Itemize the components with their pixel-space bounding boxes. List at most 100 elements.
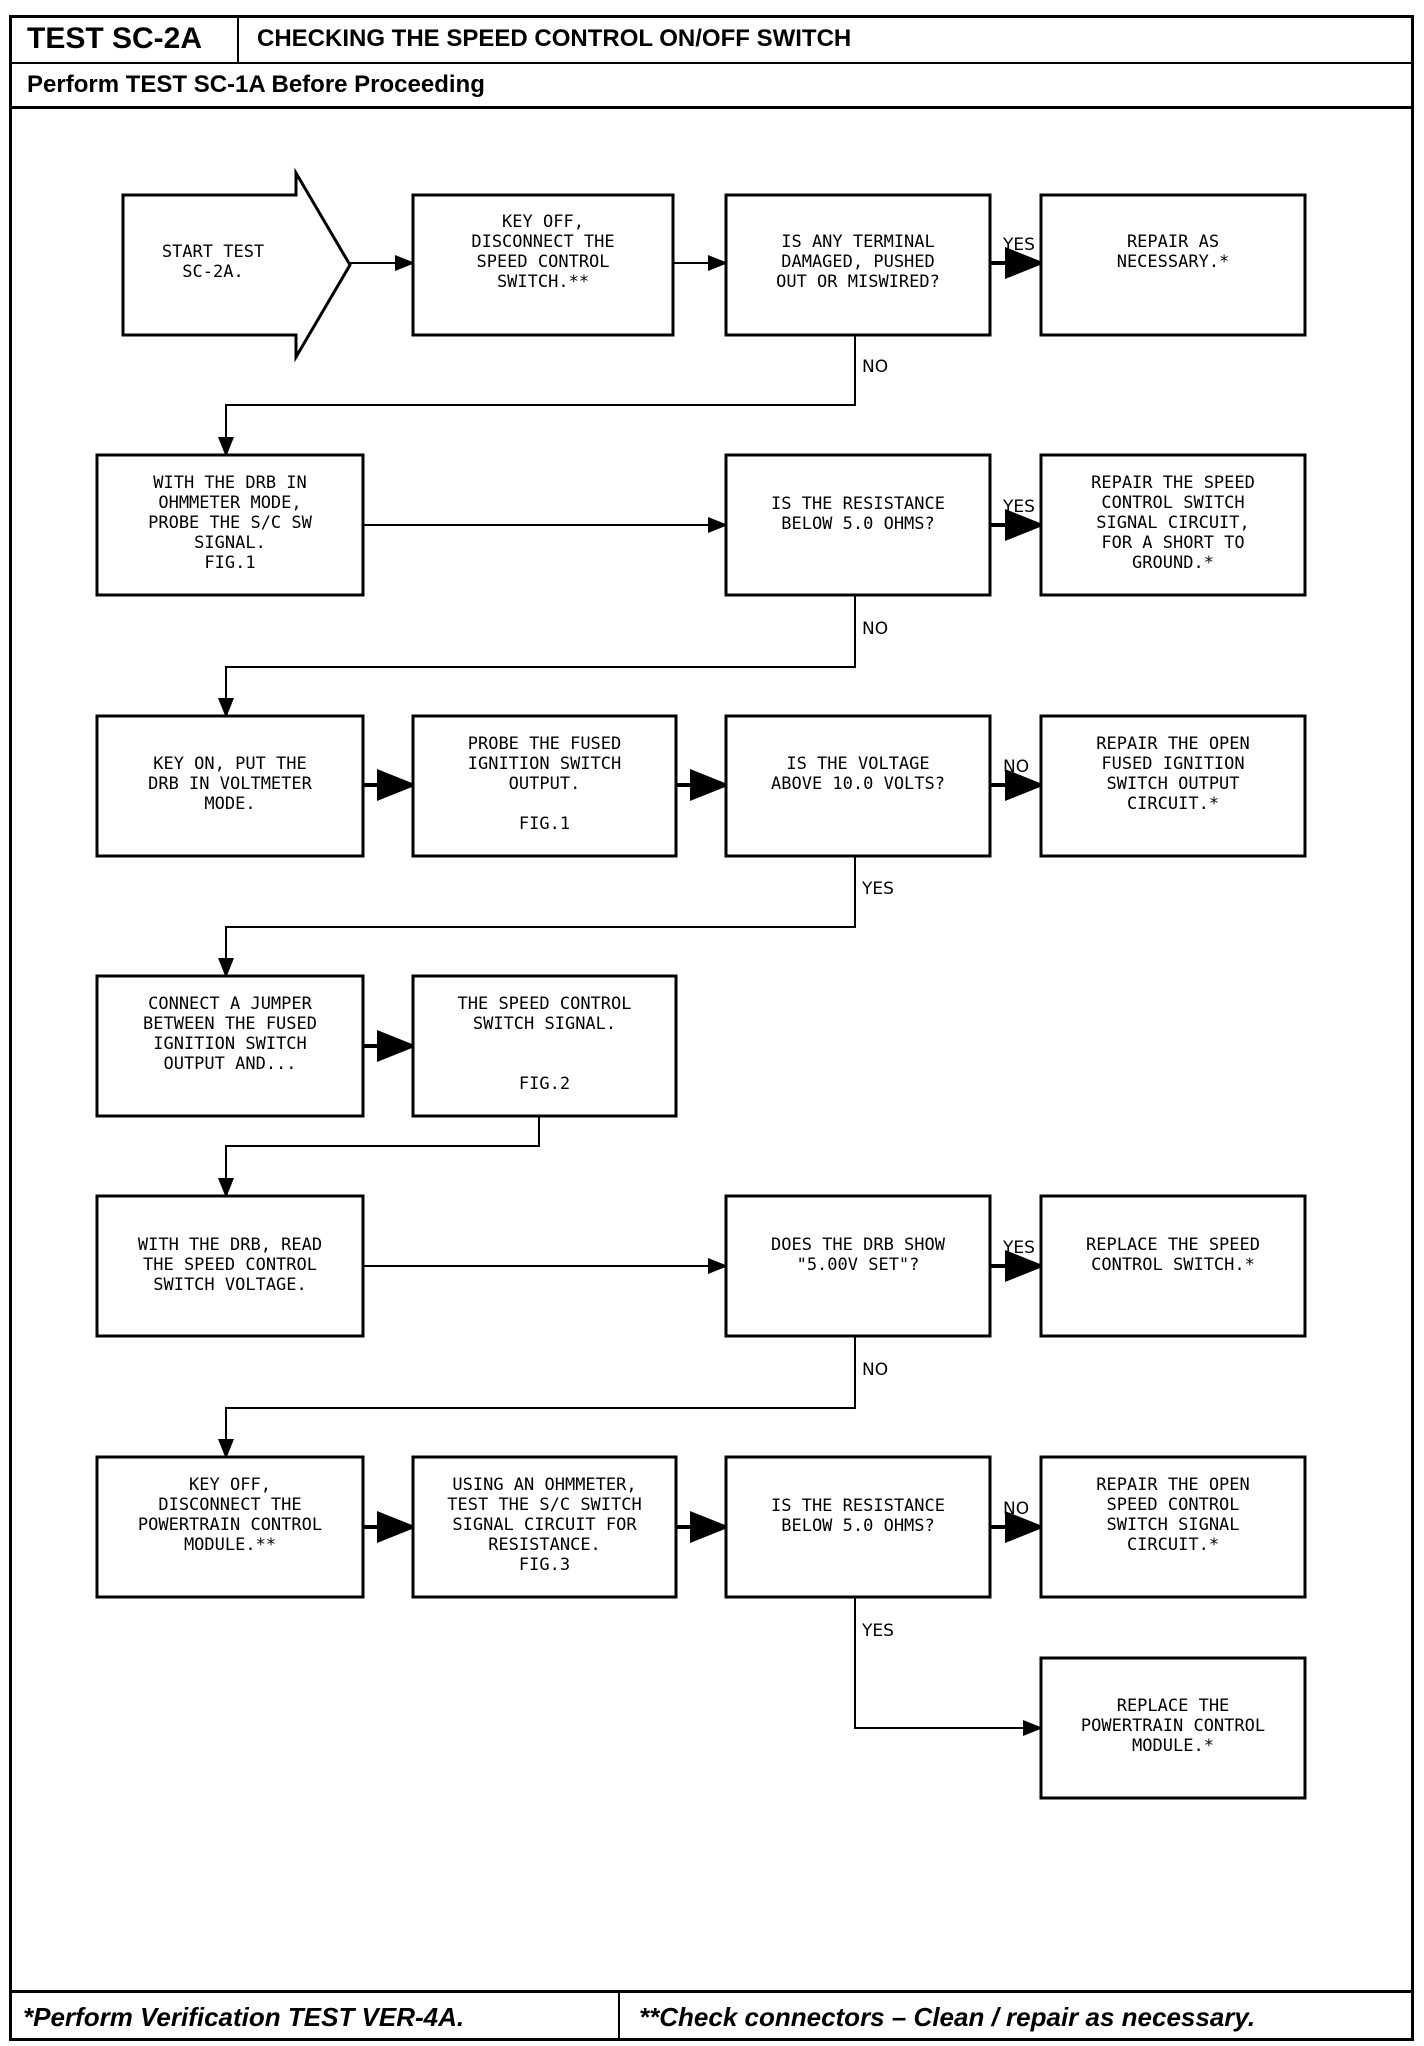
- node-text-line: SWITCH VOLTAGE.: [153, 1275, 307, 1295]
- node-text-line: SWITCH.**: [497, 272, 589, 292]
- node-text-line: WITH THE DRB, READ: [138, 1235, 322, 1255]
- node-text-line: DISCONNECT THE: [471, 232, 614, 252]
- node-box: [411, 974, 678, 1118]
- edge-res2-yes: [854, 1597, 1043, 1736]
- node-box: [95, 453, 365, 597]
- edge-label-yes: YES: [1002, 1238, 1035, 1258]
- node-text-line: START TEST: [162, 242, 264, 262]
- node-text-line: NECESSARY.*: [1117, 252, 1230, 272]
- node-text-line: FIG.1: [204, 553, 255, 573]
- edge-label-no: NO: [1003, 757, 1029, 777]
- node-box: [95, 974, 365, 1118]
- node-text-line: IS THE RESISTANCE: [771, 494, 945, 514]
- node-box: [1039, 1194, 1307, 1338]
- edge-label-yes: YES: [861, 1621, 894, 1641]
- node-text-line: ABOVE 10.0 VOLTS?: [771, 774, 945, 794]
- node-text-line: USING AN OHMMETER,: [452, 1475, 636, 1495]
- node-box: [95, 1455, 365, 1599]
- edge-label-no: NO: [1003, 1499, 1029, 1519]
- node-text-line: REPLACE THE SPEED: [1086, 1235, 1260, 1255]
- node-text-line: DRB IN VOLTMETER: [148, 774, 313, 794]
- node-text-line: FUSED IGNITION: [1101, 754, 1244, 774]
- page-frame: [9, 15, 1414, 2041]
- node-text-line: SIGNAL CIRCUIT,: [1096, 513, 1250, 533]
- edge-drbshow-no: [218, 1336, 856, 1459]
- edge-res1-no: [218, 595, 856, 718]
- node-box: [95, 714, 365, 858]
- node-q-drb-show: DOES THE DRB SHOW"5.00V SET"?: [724, 1194, 992, 1338]
- node-text-line: THE SPEED CONTROL: [458, 994, 632, 1014]
- node-text-line: KEY OFF,: [189, 1475, 271, 1495]
- node-text-line: KEY OFF,: [502, 212, 584, 232]
- node-box: [724, 453, 992, 597]
- node-text-line: KEY ON, PUT THE: [153, 754, 307, 774]
- node-text-line: OUTPUT AND...: [163, 1054, 296, 1074]
- node-box: [724, 193, 992, 337]
- node-text-line: CONTROL SWITCH.*: [1091, 1255, 1255, 1275]
- node-text-line: CONTROL SWITCH: [1101, 493, 1244, 513]
- node-text-line: PROBE THE FUSED: [468, 734, 622, 754]
- edge-label-no: NO: [862, 357, 888, 377]
- node-text-line: SWITCH SIGNAL: [1106, 1515, 1239, 1535]
- edge-label-no: NO: [862, 619, 888, 639]
- node-text-line: MODULE.*: [1132, 1736, 1214, 1756]
- node-box: [411, 193, 675, 337]
- node-text-line: CIRCUIT.*: [1127, 794, 1219, 814]
- node-box: [1039, 453, 1307, 597]
- node-text-line: IGNITION SWITCH: [468, 754, 622, 774]
- node-text-line: SPEED CONTROL: [1106, 1495, 1239, 1515]
- node-text-line: FIG.1: [519, 814, 570, 834]
- node-text-line: DAMAGED, PUSHED: [781, 252, 935, 272]
- node-text-line: POWERTRAIN CONTROL: [1081, 1716, 1265, 1736]
- test-id: TEST SC-2A: [9, 15, 239, 62]
- node-text-line: SWITCH OUTPUT: [1106, 774, 1239, 794]
- node-text-line: POWERTRAIN CONTROL: [138, 1515, 322, 1535]
- header-row: TEST SC-2A CHECKING THE SPEED CONTROL ON…: [9, 15, 1414, 64]
- edge-label-yes: YES: [861, 879, 894, 899]
- node-text-line: REPAIR AS: [1127, 232, 1219, 252]
- node-text-line: IS THE RESISTANCE: [771, 1496, 945, 1516]
- node-text-line: RESISTANCE.: [488, 1535, 601, 1555]
- node-box: [724, 714, 992, 858]
- node-text-line: REPAIR THE OPEN: [1096, 1475, 1250, 1495]
- node-text-line: REPAIR THE OPEN: [1096, 734, 1250, 754]
- node-text-line: REPAIR THE SPEED: [1091, 473, 1255, 493]
- node-text-line: DOES THE DRB SHOW: [771, 1235, 946, 1255]
- node-text-line: SC-2A.: [182, 262, 243, 282]
- node-text-line: TEST THE S/C SWITCH: [447, 1495, 641, 1515]
- edge-label-yes: YES: [1002, 497, 1035, 517]
- node-text-line: REPLACE THE: [1117, 1696, 1230, 1716]
- node-text-line: BELOW 5.0 OHMS?: [781, 1516, 935, 1536]
- node-text-line: CIRCUIT.*: [1127, 1535, 1219, 1555]
- edge-terminal-no: [218, 333, 856, 457]
- node-text-line: PROBE THE S/C SW: [148, 513, 313, 533]
- node-text-line: "5.00V SET"?: [797, 1255, 920, 1275]
- edge-signal-read: [218, 1116, 540, 1198]
- node-text-line: BELOW 5.0 OHMS?: [781, 514, 935, 534]
- node-text-line: SPEED CONTROL: [476, 252, 609, 272]
- edge-label-yes: YES: [1002, 235, 1035, 255]
- node-text-line: SIGNAL CIRCUIT FOR: [452, 1515, 637, 1535]
- node-text-line: SIGNAL.: [194, 533, 266, 553]
- node-box: [724, 1194, 992, 1338]
- node-box: [1039, 714, 1307, 858]
- node-box: [1039, 1656, 1307, 1800]
- start-arrow-shape: [121, 167, 352, 363]
